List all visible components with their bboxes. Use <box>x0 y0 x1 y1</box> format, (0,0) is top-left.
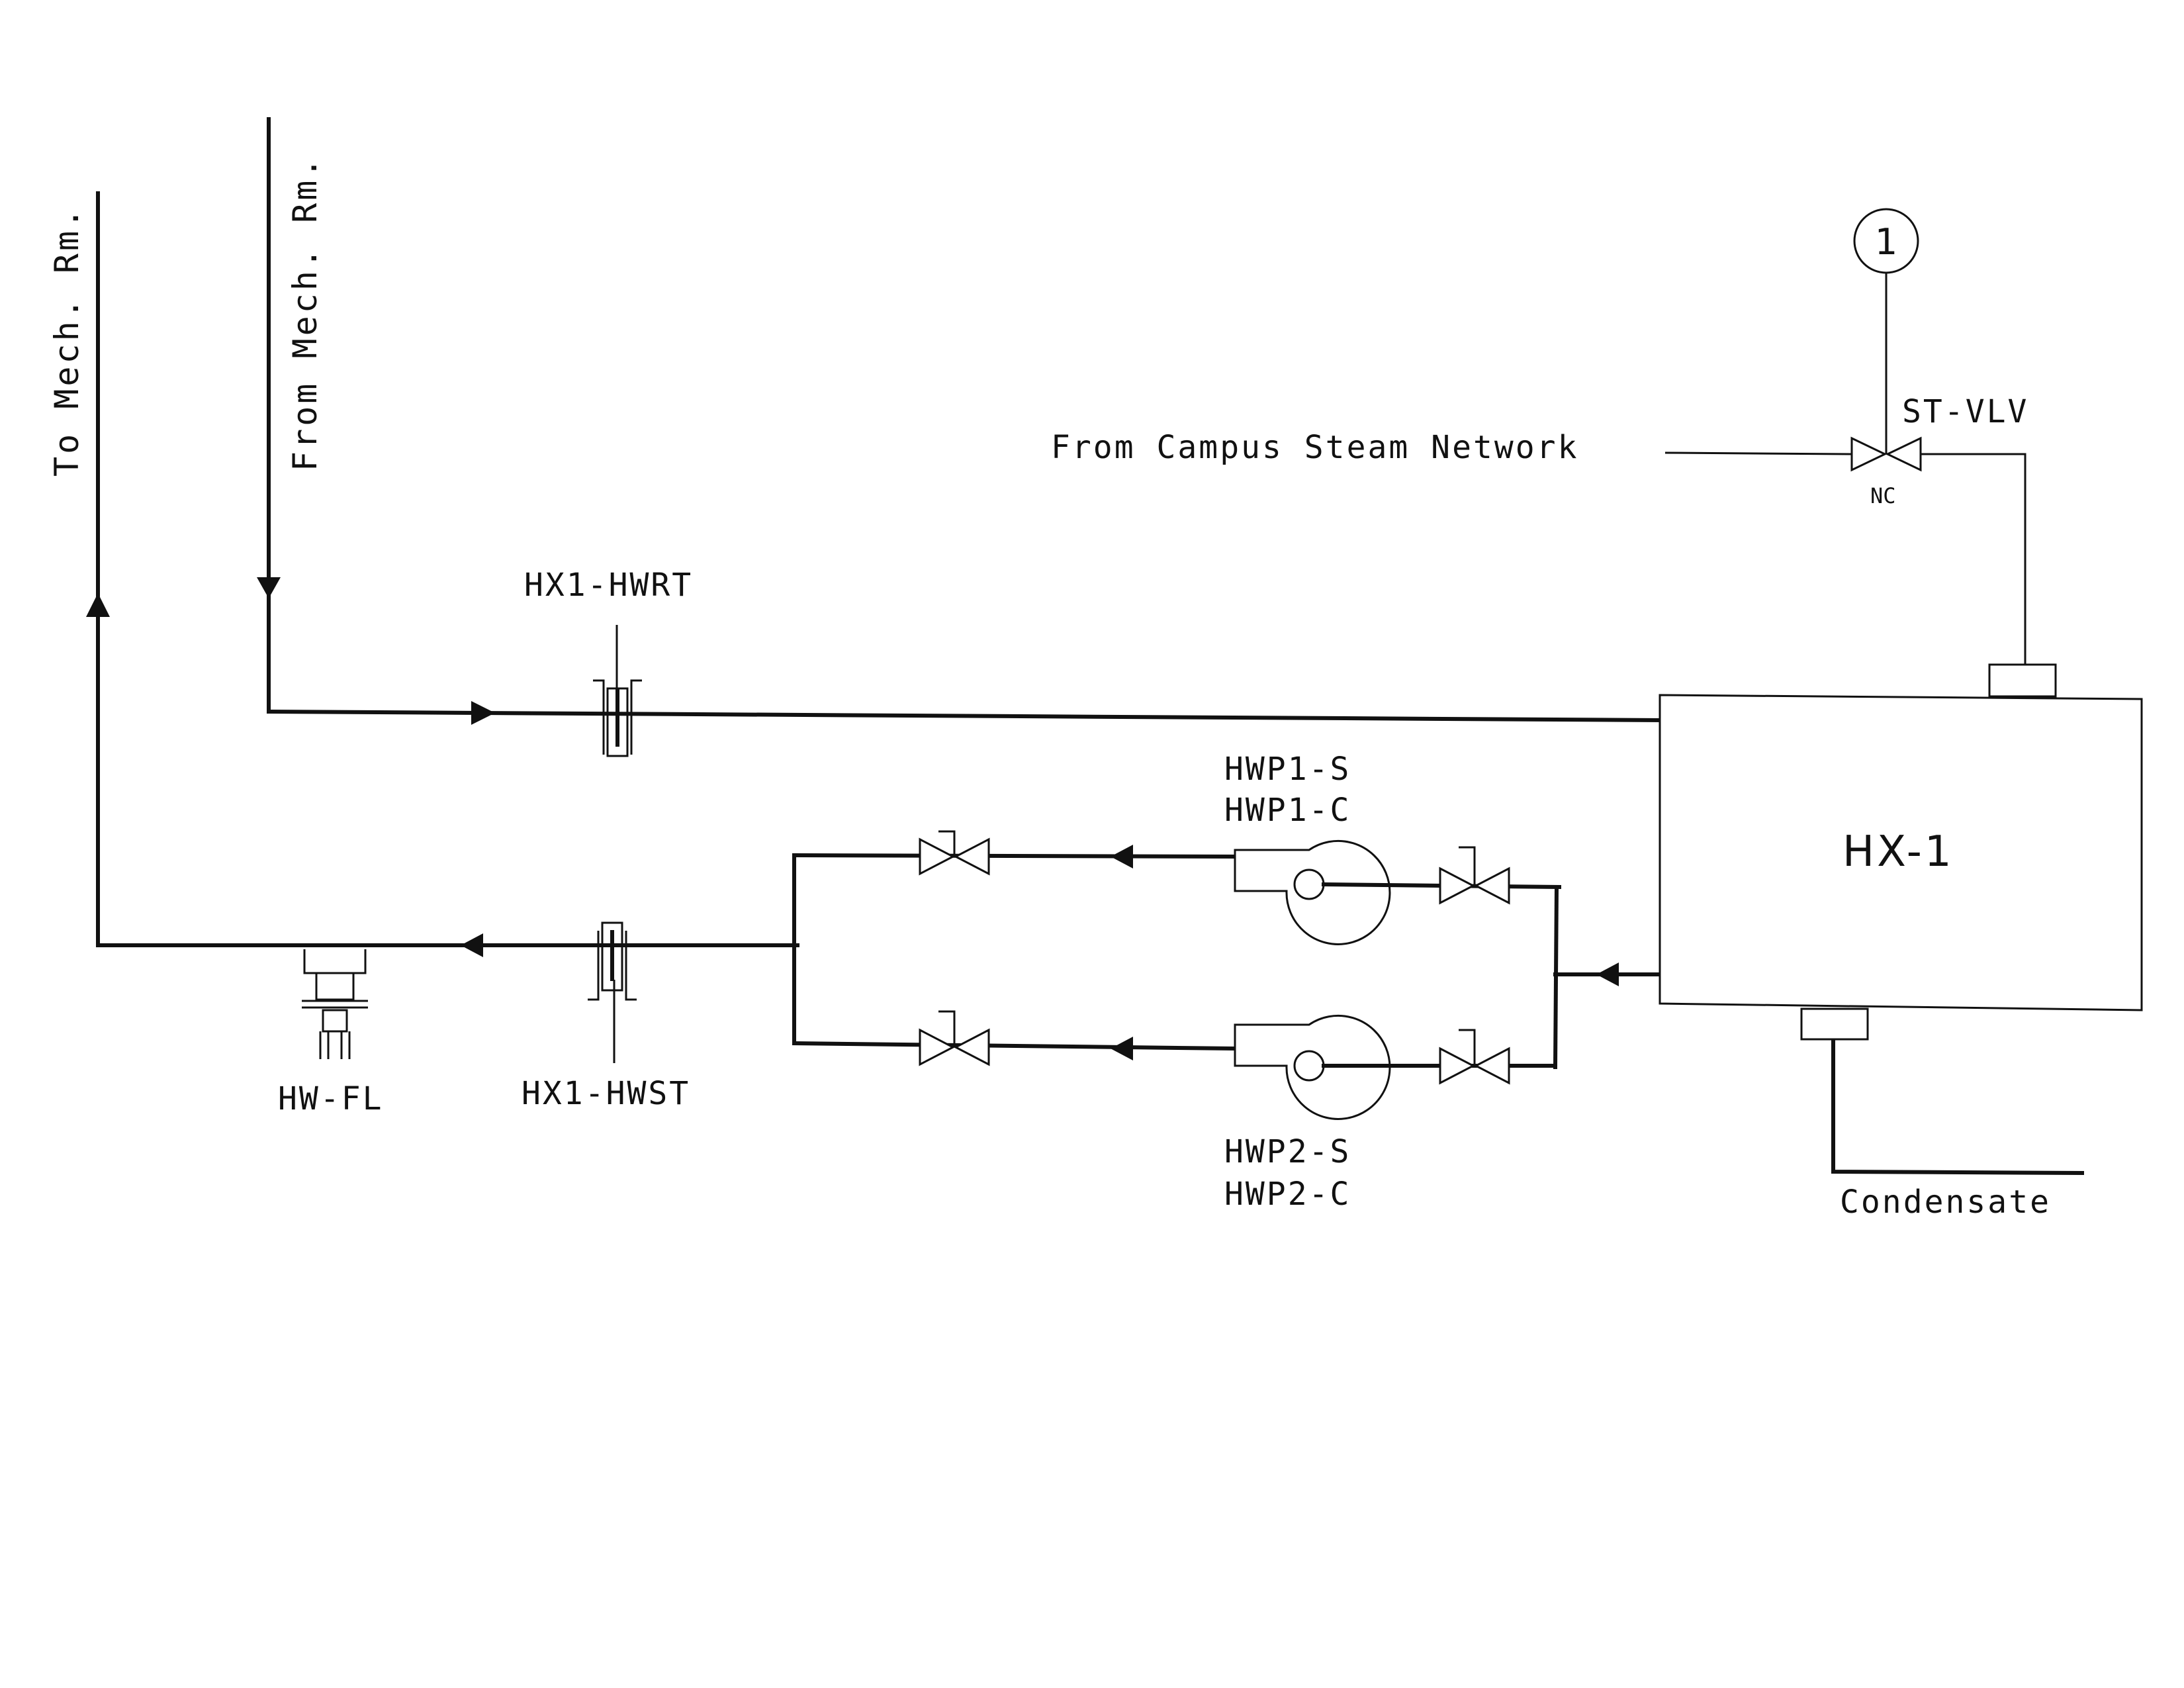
supply-pipe <box>96 191 799 947</box>
condensate-pipe <box>1831 1039 2085 1176</box>
to-mech-rm-label: To Mech. Rm. <box>48 206 86 477</box>
pump2-suction-valve <box>1439 1029 1510 1085</box>
steam-supply-pipe <box>1664 451 2026 665</box>
hx1-hwrt-label: HX1-HWRT <box>524 567 693 604</box>
st-vlv-label: ST-VLV <box>1902 393 2028 430</box>
hx-outlet-arrow <box>1596 962 1619 986</box>
hwp2-s-label: HWP2-S <box>1224 1133 1351 1170</box>
from-campus-steam-label: From Campus Steam Network <box>1051 429 1578 466</box>
hx1-hwst-sensor <box>588 921 637 1063</box>
control-tag-bubble <box>1853 208 1919 274</box>
hx1-hwrt-sensor <box>593 625 642 757</box>
hwp2-c-label: HWP2-C <box>1224 1176 1351 1213</box>
condensate-label: Condensate <box>1840 1184 2051 1221</box>
pump-header-left <box>792 853 1238 1051</box>
hwp1-s-label: HWP1-S <box>1224 751 1351 788</box>
hx1-hwst-label: HX1-HWST <box>522 1075 690 1112</box>
hwp1-pump-icon <box>1234 839 1391 945</box>
hw-fl-flow-meter <box>302 949 368 1059</box>
pump1-flow-arrow <box>1111 845 1133 868</box>
pump2-discharge-valve <box>919 1010 990 1066</box>
pump1-discharge-valve <box>919 830 990 876</box>
return-pipe <box>266 117 1662 723</box>
hx-1-label: HX-1 <box>1843 827 1954 876</box>
st-vlv-valve-icon <box>1850 273 1922 472</box>
hw-fl-label: HW-FL <box>278 1080 384 1117</box>
supply-up-arrow <box>86 593 110 617</box>
pump1-suction-valve <box>1439 846 1510 905</box>
hwp1-c-label: HWP1-C <box>1224 792 1351 829</box>
supply-left-arrow <box>461 933 483 957</box>
control-tag-label: 1 <box>1875 221 1897 263</box>
return-down-arrow <box>257 577 281 598</box>
from-mech-rm-label: From Mech. Rm. <box>286 156 324 471</box>
pump2-flow-arrow <box>1111 1037 1133 1060</box>
nc-label: NC <box>1870 483 1896 508</box>
return-right-arrow <box>471 701 495 725</box>
hx-1-heat-exchanger <box>1659 663 2143 1041</box>
